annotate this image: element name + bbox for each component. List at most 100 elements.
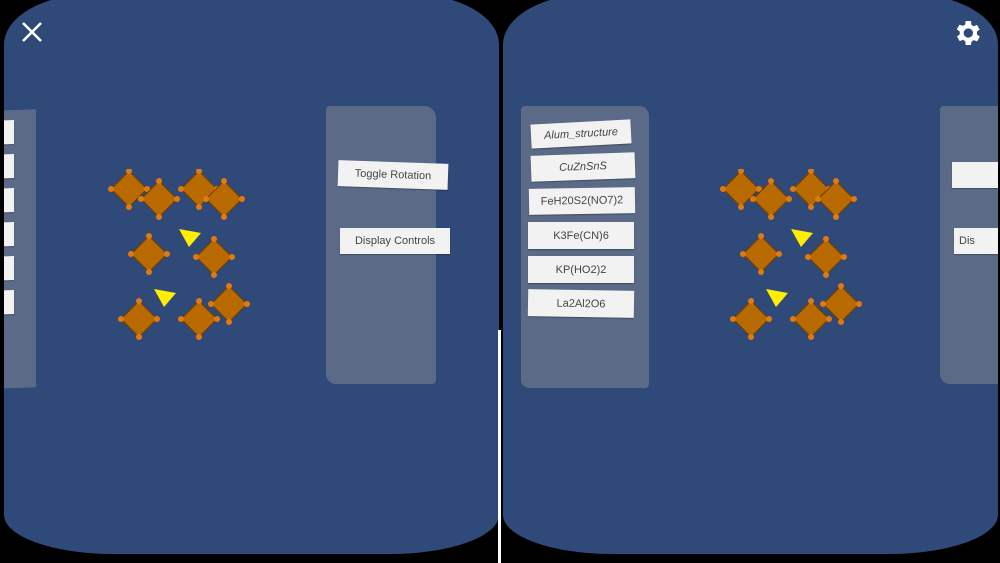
structure-button[interactable]: Alum_structure	[530, 119, 632, 149]
molecule-model[interactable]	[104, 169, 254, 354]
highlighted-tetrahedron	[179, 229, 201, 247]
atom	[748, 298, 754, 304]
octahedron	[807, 238, 845, 276]
atom	[239, 196, 245, 202]
atom	[851, 196, 857, 202]
structure-list-panel-left	[4, 109, 36, 389]
atom	[174, 196, 180, 202]
structure-button[interactable]	[4, 222, 14, 247]
atom	[108, 186, 114, 192]
atom	[196, 204, 202, 210]
atom	[193, 254, 199, 260]
atom	[136, 334, 142, 340]
atom	[208, 301, 214, 307]
atom	[138, 196, 144, 202]
atom	[738, 204, 744, 210]
left-eye-view: Toggle Rotation Display Controls	[4, 0, 499, 554]
structure-button[interactable]: K3Fe(CN)6	[528, 222, 634, 249]
atom	[221, 214, 227, 220]
atom	[128, 251, 134, 257]
molecule-model[interactable]	[716, 169, 866, 354]
atom	[790, 186, 796, 192]
atom	[229, 254, 235, 260]
atom	[156, 214, 162, 220]
atom	[178, 186, 184, 192]
structure-list-panel: Alum_structure CuZnSnS FeH20S2(NO7)2 K3F…	[521, 106, 649, 388]
atom	[221, 178, 227, 184]
atom	[808, 204, 814, 210]
structure-button[interactable]	[4, 256, 14, 281]
atom	[758, 269, 764, 275]
structure-button[interactable]: FeH20S2(NO7)2	[528, 187, 636, 215]
highlighted-tetrahedron	[791, 229, 813, 247]
atom	[196, 169, 202, 174]
toggle-rotation-button[interactable]: To	[952, 162, 998, 188]
atom	[226, 319, 232, 325]
atom	[211, 272, 217, 278]
octahedron	[732, 300, 770, 338]
atom	[178, 316, 184, 322]
atom	[126, 169, 132, 174]
atom	[196, 334, 202, 340]
atom	[126, 204, 132, 210]
right-eye-view: Alum_structure CuZnSnS FeH20S2(NO7)2 K3F…	[503, 0, 998, 554]
structure-button[interactable]	[4, 290, 14, 315]
atom	[244, 301, 250, 307]
structure-button[interactable]	[4, 188, 14, 213]
structure-button[interactable]	[4, 120, 14, 145]
atom	[146, 269, 152, 275]
atom	[738, 169, 744, 174]
atom	[156, 178, 162, 184]
atom	[808, 334, 814, 340]
atom	[756, 186, 762, 192]
atom	[823, 236, 829, 242]
atom	[786, 196, 792, 202]
atom	[758, 233, 764, 239]
atom	[856, 301, 862, 307]
atom	[750, 196, 756, 202]
atom	[164, 251, 170, 257]
highlighted-tetrahedron	[154, 289, 176, 307]
octahedron	[195, 238, 233, 276]
display-controls-button[interactable]: Display Controls	[340, 228, 450, 254]
display-controls-button[interactable]: Dis	[954, 228, 998, 254]
atom	[833, 178, 839, 184]
atom	[841, 254, 847, 260]
atom	[805, 254, 811, 260]
toggle-rotation-button[interactable]: Toggle Rotation	[337, 160, 449, 190]
structure-button[interactable]: CuZnSnS	[530, 152, 636, 182]
atom	[766, 316, 772, 322]
structure-button[interactable]: La2Al2O6	[527, 289, 635, 318]
atom	[144, 186, 150, 192]
atom	[196, 298, 202, 304]
atom	[768, 214, 774, 220]
octahedron	[130, 235, 168, 273]
atom	[730, 316, 736, 322]
atom	[154, 316, 160, 322]
close-icon[interactable]	[20, 20, 44, 49]
atom	[820, 301, 826, 307]
atom	[146, 233, 152, 239]
atom	[118, 316, 124, 322]
gear-icon[interactable]	[951, 17, 983, 54]
atom	[740, 251, 746, 257]
atom	[808, 169, 814, 174]
atom	[826, 316, 832, 322]
octahedron	[120, 300, 158, 338]
atom	[214, 316, 220, 322]
atom	[815, 196, 821, 202]
atom	[720, 186, 726, 192]
structure-button[interactable]: KP(HO2)2	[528, 256, 634, 283]
octahedron	[742, 235, 780, 273]
atom	[838, 283, 844, 289]
atom	[136, 298, 142, 304]
atom	[748, 334, 754, 340]
atom	[226, 283, 232, 289]
atom	[790, 316, 796, 322]
structure-button[interactable]	[4, 154, 14, 179]
atom	[808, 298, 814, 304]
atom	[838, 319, 844, 325]
atom	[768, 178, 774, 184]
atom	[203, 196, 209, 202]
atom	[833, 214, 839, 220]
